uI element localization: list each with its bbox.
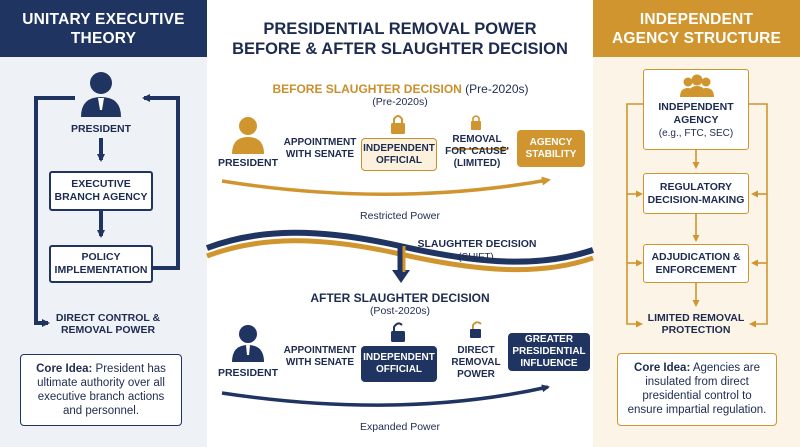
before-power-arrow [221, 176, 551, 196]
shift-subtitle: (SHIFT) [458, 252, 494, 263]
main-title: PRESIDENTIAL REMOVAL POWER BEFORE & AFTE… [232, 20, 568, 58]
right-header: INDEPENDENT AGENCY STRUCTURE [593, 0, 800, 57]
before-title: BEFORE SLAUGHTER DECISION (Pre-2020s) [272, 82, 529, 96]
greater-influence-box: GREATER PRESIDENTIAL INFLUENCE [508, 333, 590, 371]
before-president-label: PRESIDENT [217, 157, 279, 169]
left-flow-arrows [34, 94, 180, 327]
right-core-idea: Core Idea: Agencies are insulated from d… [617, 353, 777, 426]
after-subtitle: (Post-2020s) [369, 305, 431, 317]
after-official-box: INDEPENDENT OFFICIAL [361, 346, 437, 382]
agency-stability-box: AGENCY STABILITY [517, 130, 585, 167]
shift-title: SLAUGHTER DECISION [417, 238, 537, 250]
direct-control-label: DIRECT CONTROL & REMOVAL POWER [55, 312, 161, 336]
after-president-label: PRESIDENT [217, 367, 279, 379]
left-president-label: PRESIDENT [70, 123, 132, 135]
restricted-power-label: Restricted Power [360, 210, 440, 222]
before-appointment-label: APPOINTMENT WITH SENATE [283, 137, 357, 160]
after-removal-label: DIRECT REMOVAL POWER [451, 345, 501, 380]
left-core-idea: Core Idea: President has ultimate author… [20, 354, 182, 426]
limited-protection-label: LIMITED REMOVAL PROTECTION [647, 312, 745, 336]
after-power-arrow [221, 384, 550, 407]
executive-agency-box: EXECUTIVE BRANCH AGENCY [49, 171, 153, 211]
before-subtitle: (Pre-2020s) [372, 96, 428, 108]
expanded-power-label: Expanded Power [360, 421, 440, 433]
adjudication-box: ADJUDICATION & ENFORCEMENT [643, 244, 749, 283]
policy-implementation-box: POLICY IMPLEMENTATION [49, 245, 153, 283]
left-header: UNITARY EXECUTIVE THEORY [0, 0, 207, 57]
before-removal-label: REMOVAL FOR 'CAUSE' (LIMITED) [445, 134, 509, 169]
regulatory-box: REGULATORY DECISION-MAKING [643, 173, 749, 214]
after-appointment-label: APPOINTMENT WITH SENATE [283, 345, 357, 368]
before-official-box: INDEPENDENT OFFICIAL [361, 138, 437, 171]
right-flow-arrows [626, 103, 768, 328]
independent-agency-box: INDEPENDENT AGENCY (e.g., FTC, SEC) [643, 69, 749, 150]
after-title: AFTER SLAUGHTER DECISION [310, 291, 490, 305]
